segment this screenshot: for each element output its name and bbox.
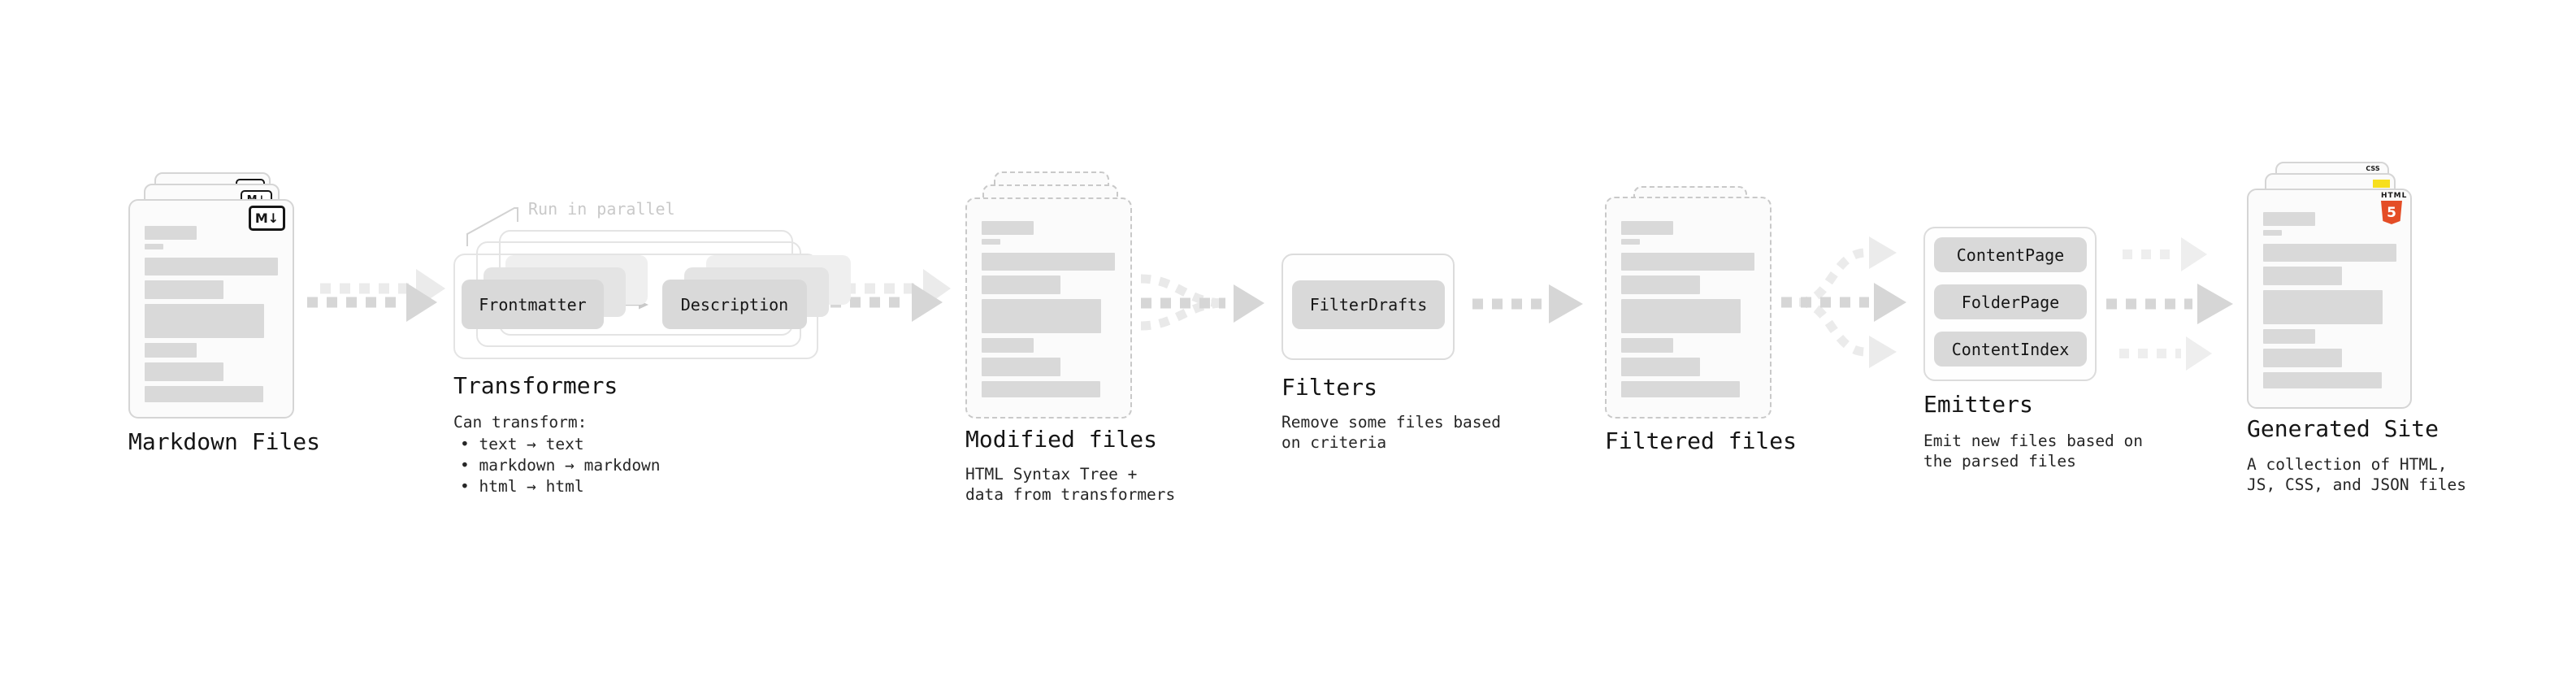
contentpage-pill: ContentPage — [1934, 237, 2087, 272]
placeholder-line — [982, 275, 1060, 294]
placeholder-line — [1621, 239, 1640, 245]
placeholder-line — [145, 244, 163, 249]
bullet-item: • text → text — [460, 435, 584, 453]
transformers-bullet-list: • text → text • markdown → markdown • ht… — [460, 434, 661, 497]
html5-icon-number: 5 — [2387, 204, 2396, 221]
placeholder-text-lines — [1621, 221, 1754, 397]
placeholder-line — [2263, 244, 2396, 262]
arrow-filters-to-filtered — [1472, 284, 1583, 323]
markdown-icon: M↓ — [249, 206, 285, 231]
emitters-subtitle: Emit new files based on the parsed files — [1923, 432, 2144, 471]
frontmatter-pill: Frontmatter — [462, 280, 604, 329]
modified-file-page-front — [965, 197, 1132, 419]
placeholder-line — [982, 381, 1100, 397]
filtered-file-page-front — [1605, 197, 1772, 419]
generated-html-page: HTML 5 — [2247, 189, 2412, 409]
bullet-item: • html → html — [460, 477, 584, 496]
placeholder-line — [1621, 358, 1700, 376]
arrows-emitters-to-generated — [2106, 237, 2233, 371]
filterdrafts-pill: FilterDrafts — [1292, 280, 1445, 329]
html5-icon-text: HTML — [2381, 192, 2408, 200]
placeholder-line — [982, 338, 1034, 353]
placeholder-line — [145, 343, 197, 358]
placeholder-line — [145, 386, 263, 402]
filters-subtitle: Remove some files based on criteria — [1281, 413, 1502, 452]
arrow-filtered-to-emitters — [1781, 236, 1906, 368]
transformers-label: Transformers — [453, 372, 618, 399]
arrow-modified-to-filters — [1140, 274, 1264, 331]
description-pill: Description — [662, 280, 807, 329]
placeholder-text-lines — [982, 221, 1115, 397]
placeholder-line — [2263, 290, 2383, 324]
placeholder-line — [1621, 381, 1740, 397]
css-icon-text: CSS — [2366, 165, 2380, 172]
filtered-files-label: Filtered files — [1605, 427, 1798, 454]
placeholder-line — [2263, 349, 2342, 367]
transformers-description-heading: Can transform: — [453, 413, 588, 432]
placeholder-line — [145, 258, 278, 275]
placeholder-text-lines — [2263, 212, 2396, 388]
run-in-parallel-note: Run in parallel — [528, 199, 675, 219]
html5-icon-shield: 5 — [2381, 201, 2402, 224]
folderpage-pill: FolderPage — [1934, 284, 2087, 319]
placeholder-line — [1621, 253, 1754, 271]
javascript-icon — [2373, 180, 2390, 188]
markdown-files-label: Markdown Files — [128, 428, 321, 455]
placeholder-line — [1621, 221, 1673, 235]
placeholder-line — [1621, 275, 1700, 294]
placeholder-line — [1621, 299, 1741, 333]
placeholder-line — [2263, 372, 2382, 388]
html5-icon: HTML 5 — [2381, 192, 2408, 224]
placeholder-line — [982, 299, 1101, 333]
modified-files-subtitle: HTML Syntax Tree + data from transformer… — [965, 465, 1176, 504]
placeholder-line — [982, 239, 1000, 245]
placeholder-line — [2263, 230, 2282, 236]
placeholder-line — [982, 253, 1115, 271]
bullet-item: • markdown → markdown — [460, 456, 661, 475]
filters-label: Filters — [1281, 374, 1378, 401]
placeholder-line — [145, 226, 197, 240]
placeholder-line — [1621, 338, 1673, 353]
generated-site-subtitle: A collection of HTML, JS, CSS, and JSON … — [2247, 455, 2467, 494]
generated-site-label: Generated Site — [2247, 415, 2439, 442]
placeholder-line — [145, 304, 264, 338]
placeholder-text-lines — [145, 226, 278, 402]
placeholder-line — [982, 221, 1034, 235]
placeholder-line — [2263, 212, 2315, 226]
placeholder-line — [145, 280, 223, 299]
arrow-markdown-to-transformers — [307, 269, 445, 322]
markdown-file-page-front: M↓ — [128, 199, 294, 419]
emitters-label: Emitters — [1923, 391, 2033, 418]
placeholder-line — [2263, 329, 2315, 344]
placeholder-line — [145, 362, 223, 381]
placeholder-line — [2263, 267, 2342, 285]
contentindex-pill: ContentIndex — [1934, 332, 2087, 367]
modified-files-label: Modified files — [965, 426, 1158, 453]
placeholder-line — [982, 358, 1060, 376]
